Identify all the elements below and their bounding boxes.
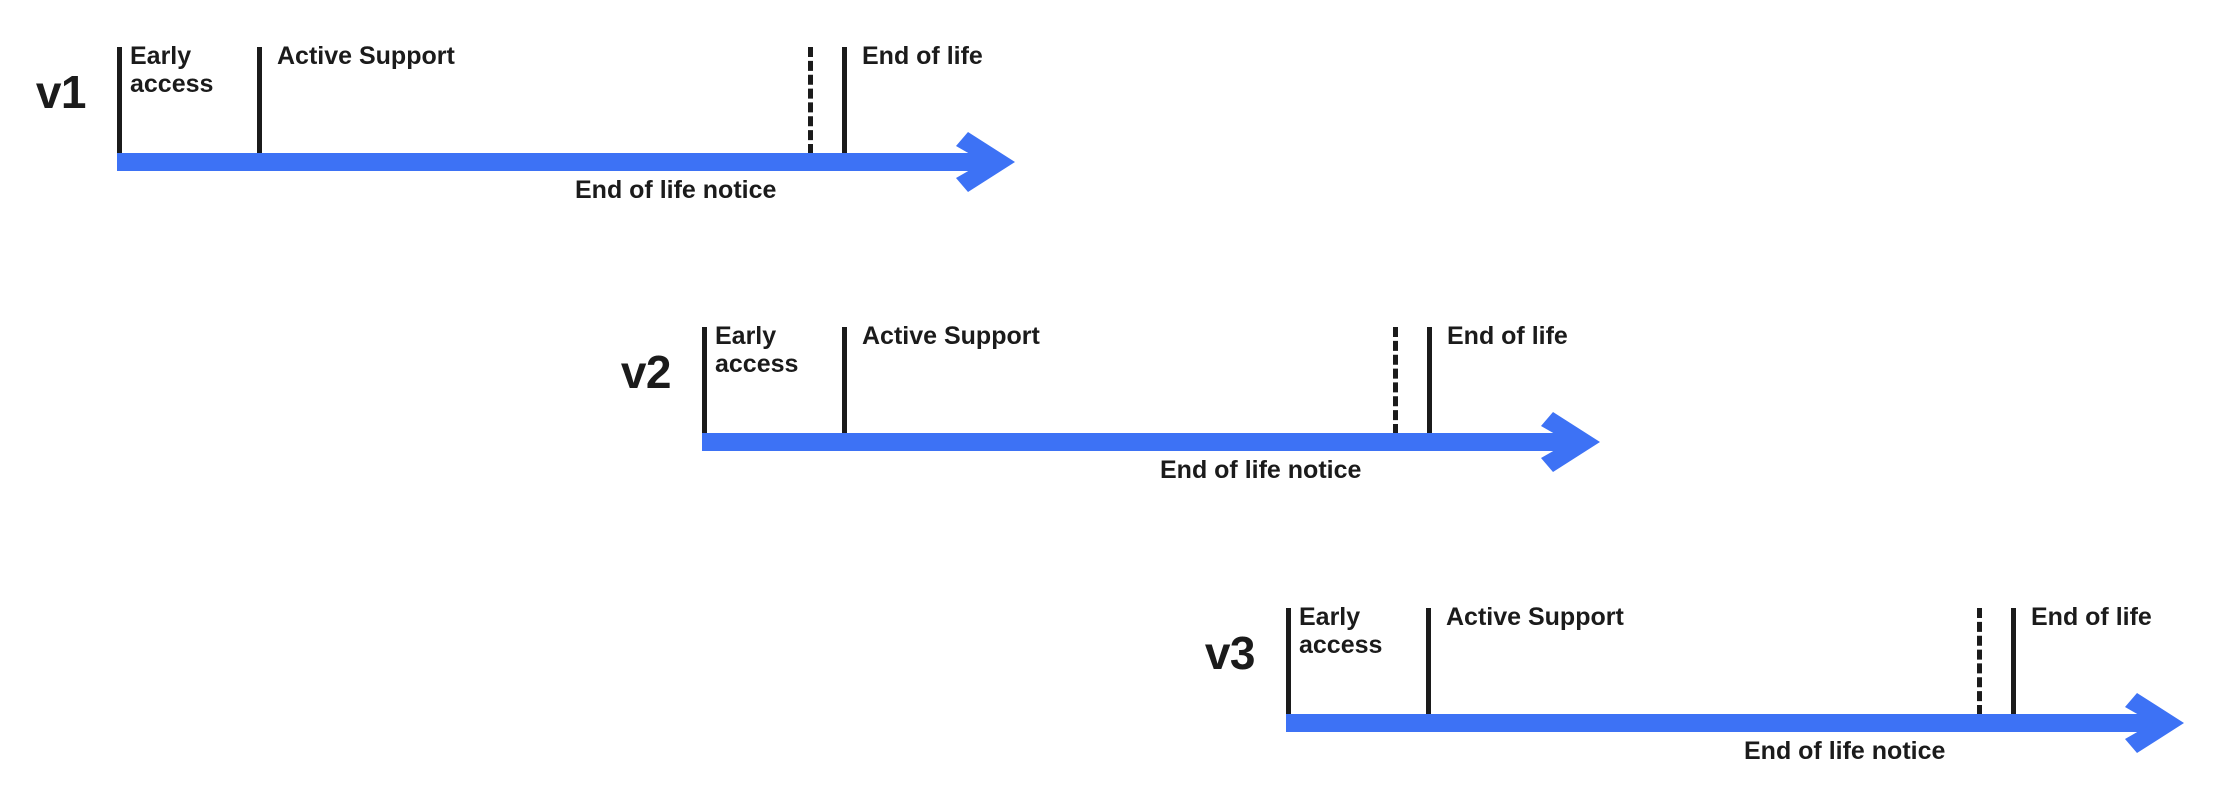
lifecycle-arrow-shaft [117, 153, 985, 171]
end-of-life-notice-label: End of life notice [1744, 737, 1946, 765]
phase-label-early-access: Early access [130, 42, 214, 99]
lifecycle-arrow-head [1537, 409, 1603, 475]
lifecycle-arrow-head [2121, 690, 2187, 756]
timeline-row-v2: v2 Early access Active Support End of li… [585, 322, 1645, 507]
version-label: v1 [35, 66, 87, 118]
end-of-life-notice-marker [1977, 608, 1982, 715]
timeline-row-v1: v1 Early access Active Support End of li… [0, 42, 1060, 227]
phase-label-early-access: Early access [715, 322, 799, 379]
phase-boundary-active-support [1426, 608, 1431, 715]
version-label: v2 [620, 346, 672, 398]
end-of-life-notice-label: End of life notice [575, 176, 777, 204]
phase-label-end-of-life: End of life [2031, 603, 2152, 631]
phase-label-end-of-life: End of life [862, 42, 983, 70]
phase-boundary-start [1286, 608, 1291, 715]
phase-boundary-start [702, 327, 707, 434]
end-of-life-notice-label: End of life notice [1160, 456, 1362, 484]
phase-label-active-support: Active Support [862, 322, 1040, 350]
phase-boundary-start [117, 47, 122, 154]
lifecycle-arrow-shaft [702, 433, 1570, 451]
phase-label-end-of-life: End of life [1447, 322, 1568, 350]
phase-boundary-end-of-life [2011, 608, 2016, 715]
phase-label-active-support: Active Support [1446, 603, 1624, 631]
version-label: v3 [1204, 627, 1256, 679]
timeline-row-v3: v3 Early access Active Support End of li… [1169, 603, 2228, 788]
phase-label-early-access: Early access [1299, 603, 1383, 660]
end-of-life-notice-marker [808, 47, 813, 154]
phase-label-active-support: Active Support [277, 42, 455, 70]
phase-boundary-end-of-life [842, 47, 847, 154]
end-of-life-notice-marker [1393, 327, 1398, 434]
phase-boundary-active-support [257, 47, 262, 154]
phase-boundary-end-of-life [1427, 327, 1432, 434]
lifecycle-arrow-head [952, 129, 1018, 195]
phase-boundary-active-support [842, 327, 847, 434]
lifecycle-arrow-shaft [1286, 714, 2154, 732]
